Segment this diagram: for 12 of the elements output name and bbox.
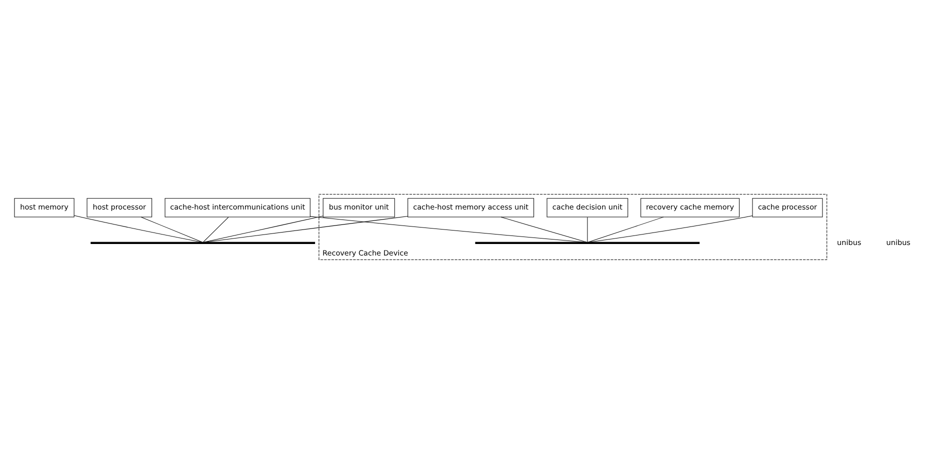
connector xyxy=(588,216,752,242)
connector xyxy=(202,216,228,242)
connector xyxy=(204,216,408,242)
connector xyxy=(310,216,584,242)
node-bar xyxy=(474,242,700,244)
node-bar xyxy=(90,242,315,244)
connector xyxy=(73,215,202,242)
connector xyxy=(587,216,664,242)
connector xyxy=(586,216,588,242)
connector xyxy=(203,216,323,242)
connector xyxy=(140,216,202,242)
connector xyxy=(500,216,586,242)
